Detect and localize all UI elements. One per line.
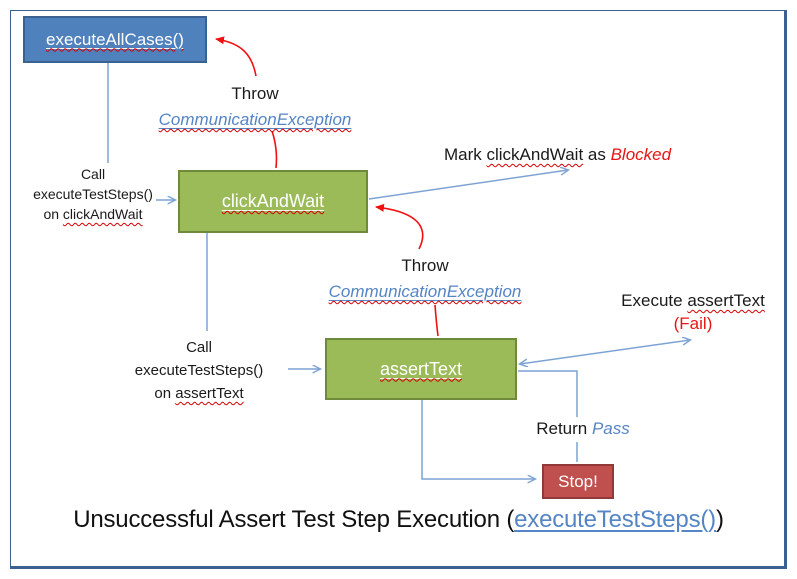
throw1-line1: Throw [231,84,279,103]
node-stop-label: Stop! [558,471,598,491]
node-stop: Stop! [542,464,614,499]
call1-line3-target: clickAndWait [62,206,143,222]
call2-line1: Call [186,339,212,356]
node-executeallcases: executeAllCases() [23,16,207,63]
diagram-title: Unsuccessful Assert Test Step Execution … [12,506,785,534]
call1-line2: executeTestSteps() [33,186,153,202]
label-mark-blocked: Mark clickAndWait as Blocked [444,144,704,167]
throw1-exception-text: CommunicationException [158,110,352,129]
throw2-exception-text: CommunicationException [328,282,522,301]
diagram-border-frame [10,10,787,569]
node-clickandwait: clickAndWait [178,170,368,233]
call2-line3-prefix: on [154,385,176,402]
call1-line3: on clickAndWait [18,204,168,224]
call1-line1: Call [80,166,106,182]
return-pass-status: Pass [591,419,630,438]
label-call-executeteststeps-clickandwait: Call executeTestSteps() on clickAndWait [18,164,168,224]
mark-blocked-target: clickAndWait [486,145,584,164]
label-return-pass: Return Pass [528,417,638,442]
throw2-line1: Throw [401,256,449,275]
node-asserttext: assertText [325,338,517,400]
call2-line3-target: assertText [175,385,244,402]
node-asserttext-label: assertText [379,358,463,379]
call2-line3: on assertText [124,382,274,405]
title-prefix: Unsuccessful Assert Test Step Execution … [73,506,515,533]
title-suffix: ) [715,506,724,533]
title-link: executeTestSteps() [514,506,716,533]
return-pass-prefix: Return [536,419,592,438]
node-executeallcases-label: executeAllCases() [46,29,184,49]
mark-blocked-status: Blocked [610,145,672,164]
throw1-line2: CommunicationException [145,107,365,133]
throw2-line2: CommunicationException [315,279,535,305]
execute-fail-line2: (Fail) [673,314,713,333]
call2-line2: executeTestSteps() [134,362,264,379]
label-call-executeteststeps-asserttext: Call executeTestSteps() on assertText [124,336,274,405]
label-throw-communicationexception-1: Throw CommunicationException [145,81,365,133]
call1-line3-prefix: on [43,206,63,222]
node-clickandwait-label: clickAndWait [221,191,325,211]
mark-blocked-as: as [583,145,611,164]
mark-blocked-prefix: Mark [444,145,487,164]
execute-fail-target: assertText [687,291,765,310]
label-execute-fail: Execute assertText (Fail) [608,289,778,335]
label-throw-communicationexception-2: Throw CommunicationException [315,253,535,305]
execute-fail-line1: Execute assertText [608,289,778,312]
execute-fail-prefix: Execute [621,291,688,310]
